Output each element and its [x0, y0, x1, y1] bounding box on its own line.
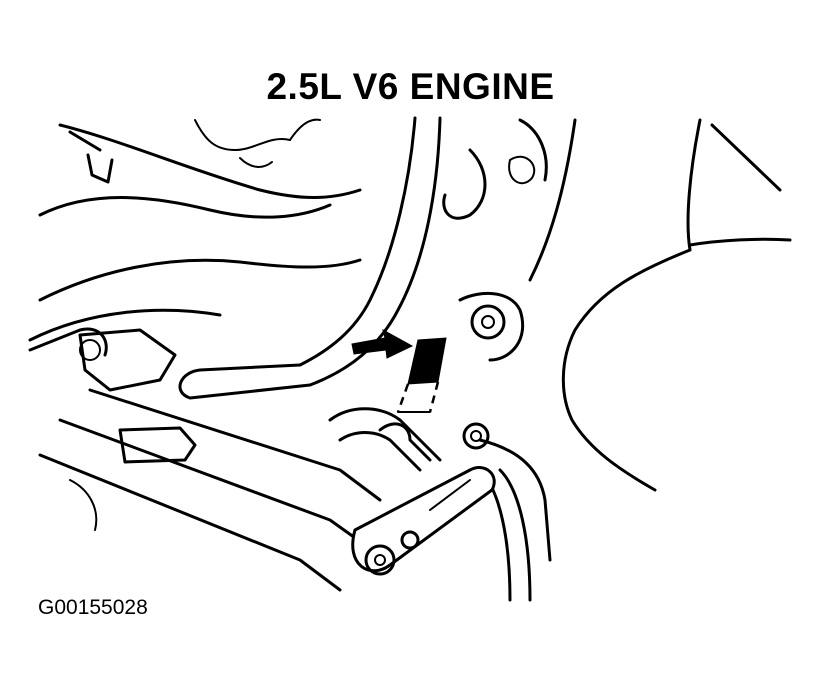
- engine-block: [28, 327, 382, 592]
- diagram-title: 2.5L V6 ENGINE: [266, 66, 555, 107]
- housing: [442, 118, 792, 492]
- pointer-arrow: [351, 329, 414, 359]
- mount-bolts: [458, 291, 525, 450]
- intake-manifold: [28, 118, 362, 342]
- bracket: [328, 407, 552, 602]
- bolt-lower: [462, 422, 490, 450]
- sensor-shape: [407, 337, 447, 385]
- bolt-upper: [470, 304, 506, 340]
- highlighted-sensor: [396, 337, 447, 413]
- figure-id: G00155028: [38, 596, 148, 619]
- mount-pin: [351, 466, 496, 576]
- vacuum-hose: [178, 116, 442, 400]
